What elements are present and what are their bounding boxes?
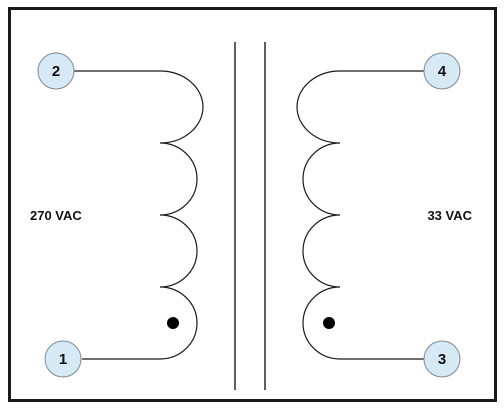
primary-polarity-dot xyxy=(167,317,179,329)
pin-1-label: 1 xyxy=(59,351,67,368)
pin-3-label: 3 xyxy=(438,351,446,368)
diagram-frame xyxy=(8,7,497,402)
pin-2: 2 xyxy=(37,52,75,90)
pin-3: 3 xyxy=(423,340,461,378)
pin-1: 1 xyxy=(44,340,82,378)
primary-voltage-label: 270 VAC xyxy=(30,208,82,223)
pin-4-label: 4 xyxy=(438,63,447,80)
pin-2-label: 2 xyxy=(52,63,60,80)
pin-4: 4 xyxy=(423,52,461,90)
secondary-voltage-label: 33 VAC xyxy=(427,208,472,223)
secondary-polarity-dot xyxy=(323,317,335,329)
primary-winding xyxy=(74,70,204,360)
secondary-winding xyxy=(296,70,424,360)
